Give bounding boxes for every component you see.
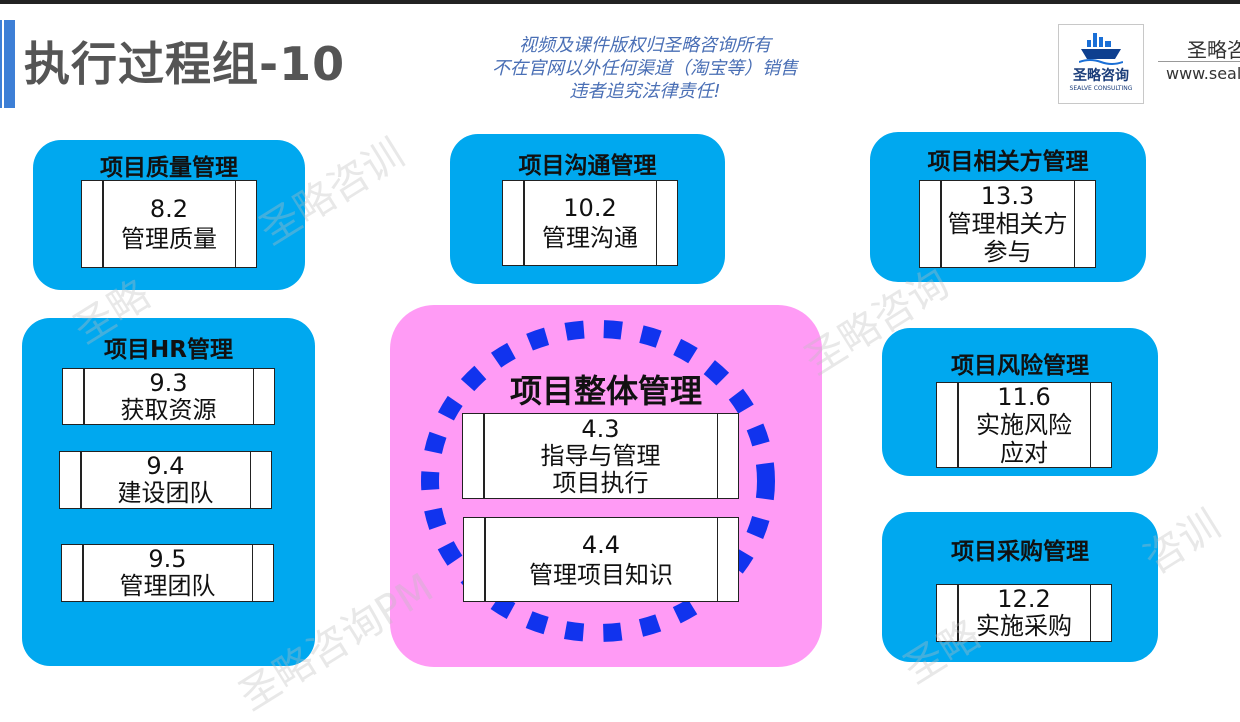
process-name: 项目执行 — [552, 468, 649, 497]
process-box: 8.2 管理质量 — [81, 180, 257, 268]
process-box: 11.6 实施风险 应对 — [936, 382, 1112, 468]
process-box: 12.2 实施采购 — [936, 584, 1112, 642]
company-logo: 圣略咨询 SEALVE CONSULTING — [1058, 24, 1144, 104]
process-number: 12.2 — [997, 585, 1051, 613]
process-number: 9.3 — [149, 369, 188, 397]
panel-title: 项目风险管理 — [951, 353, 1089, 379]
panel-risk: 项目风险管理 11.6 实施风险 应对 — [882, 328, 1158, 476]
panel-title: 项目整体管理 — [509, 372, 702, 410]
process-name: 建设团队 — [117, 479, 214, 507]
process-number: 11.6 — [997, 383, 1051, 411]
process-name: 管理团队 — [119, 572, 216, 600]
logo-text: 圣略咨询 — [1073, 68, 1129, 84]
copyright-notice: 视频及课件版权归圣略咨询所有 不在官网以外任何渠道（淘宝等）销售 违者追究法律责… — [455, 34, 835, 103]
process-number: 4.4 — [581, 530, 621, 559]
panel-communication: 项目沟通管理 10.2 管理沟通 — [450, 134, 725, 284]
process-box: 9.3 获取资源 — [62, 368, 275, 425]
process-name: 管理相关方 — [947, 210, 1068, 238]
ship-icon — [1079, 33, 1123, 65]
process-name: 管理质量 — [121, 225, 217, 253]
dashed-ring — [421, 320, 775, 642]
process-box: 13.3 管理相关方 参与 — [919, 180, 1096, 268]
process-number: 4.3 — [581, 414, 620, 443]
slide-title: 执行过程组-10 — [24, 37, 346, 91]
process-name: 管理项目知识 — [529, 560, 673, 589]
panel-quality: 项目质量管理 8.2 管理质量 — [33, 140, 305, 290]
process-name: 管理沟通 — [542, 224, 638, 252]
process-name: 获取资源 — [120, 395, 217, 424]
process-box: 9.4 建设团队 — [59, 451, 272, 509]
process-box: 4.3 指导与管理 项目执行 — [462, 413, 739, 499]
process-number: 9.5 — [148, 545, 187, 573]
process-name: 应对 — [1000, 439, 1048, 467]
process-name: 实施采购 — [976, 612, 1072, 640]
panel-title: 项目沟通管理 — [518, 153, 657, 179]
process-box: 4.4 管理项目知识 — [463, 517, 739, 602]
process-name: 参与 — [983, 238, 1032, 266]
process-box: 10.2 管理沟通 — [502, 180, 678, 266]
panel-hr: 项目HR管理 9.3 获取资源 9.4 建设团队 9.5 管理团队 — [22, 318, 315, 666]
brand-name: 圣略咨 — [1187, 38, 1240, 62]
panel-title: 项目HR管理 — [104, 337, 233, 363]
process-name: 指导与管理 — [540, 441, 661, 470]
top-border — [0, 0, 1240, 4]
process-number: 8.2 — [149, 195, 189, 223]
panel-stakeholder: 项目相关方管理 13.3 管理相关方 参与 — [870, 132, 1146, 282]
process-box: 9.5 管理团队 — [61, 544, 274, 602]
notice-line: 不在官网以外任何渠道（淘宝等）销售 — [492, 58, 798, 79]
panel-title: 项目质量管理 — [100, 155, 238, 181]
brand-divider — [1158, 61, 1240, 62]
panel-title: 项目采购管理 — [951, 539, 1089, 565]
notice-line: 视频及课件版权归圣略咨询所有 — [519, 35, 771, 56]
process-number: 13.3 — [980, 182, 1035, 210]
notice-line: 违者追究法律责任! — [569, 81, 721, 102]
panel-procurement: 项目采购管理 12.2 实施采购 — [882, 512, 1158, 662]
process-name: 实施风险 — [976, 411, 1072, 439]
process-number: 9.4 — [146, 452, 185, 480]
brand-url: www.seal — [1166, 64, 1240, 83]
title-accent-bar — [4, 20, 15, 108]
panel-title: 项目相关方管理 — [927, 149, 1089, 175]
logo-subtext: SEALVE CONSULTING — [1069, 85, 1133, 92]
title-accent-line — [0, 20, 2, 108]
process-number: 10.2 — [563, 194, 617, 222]
